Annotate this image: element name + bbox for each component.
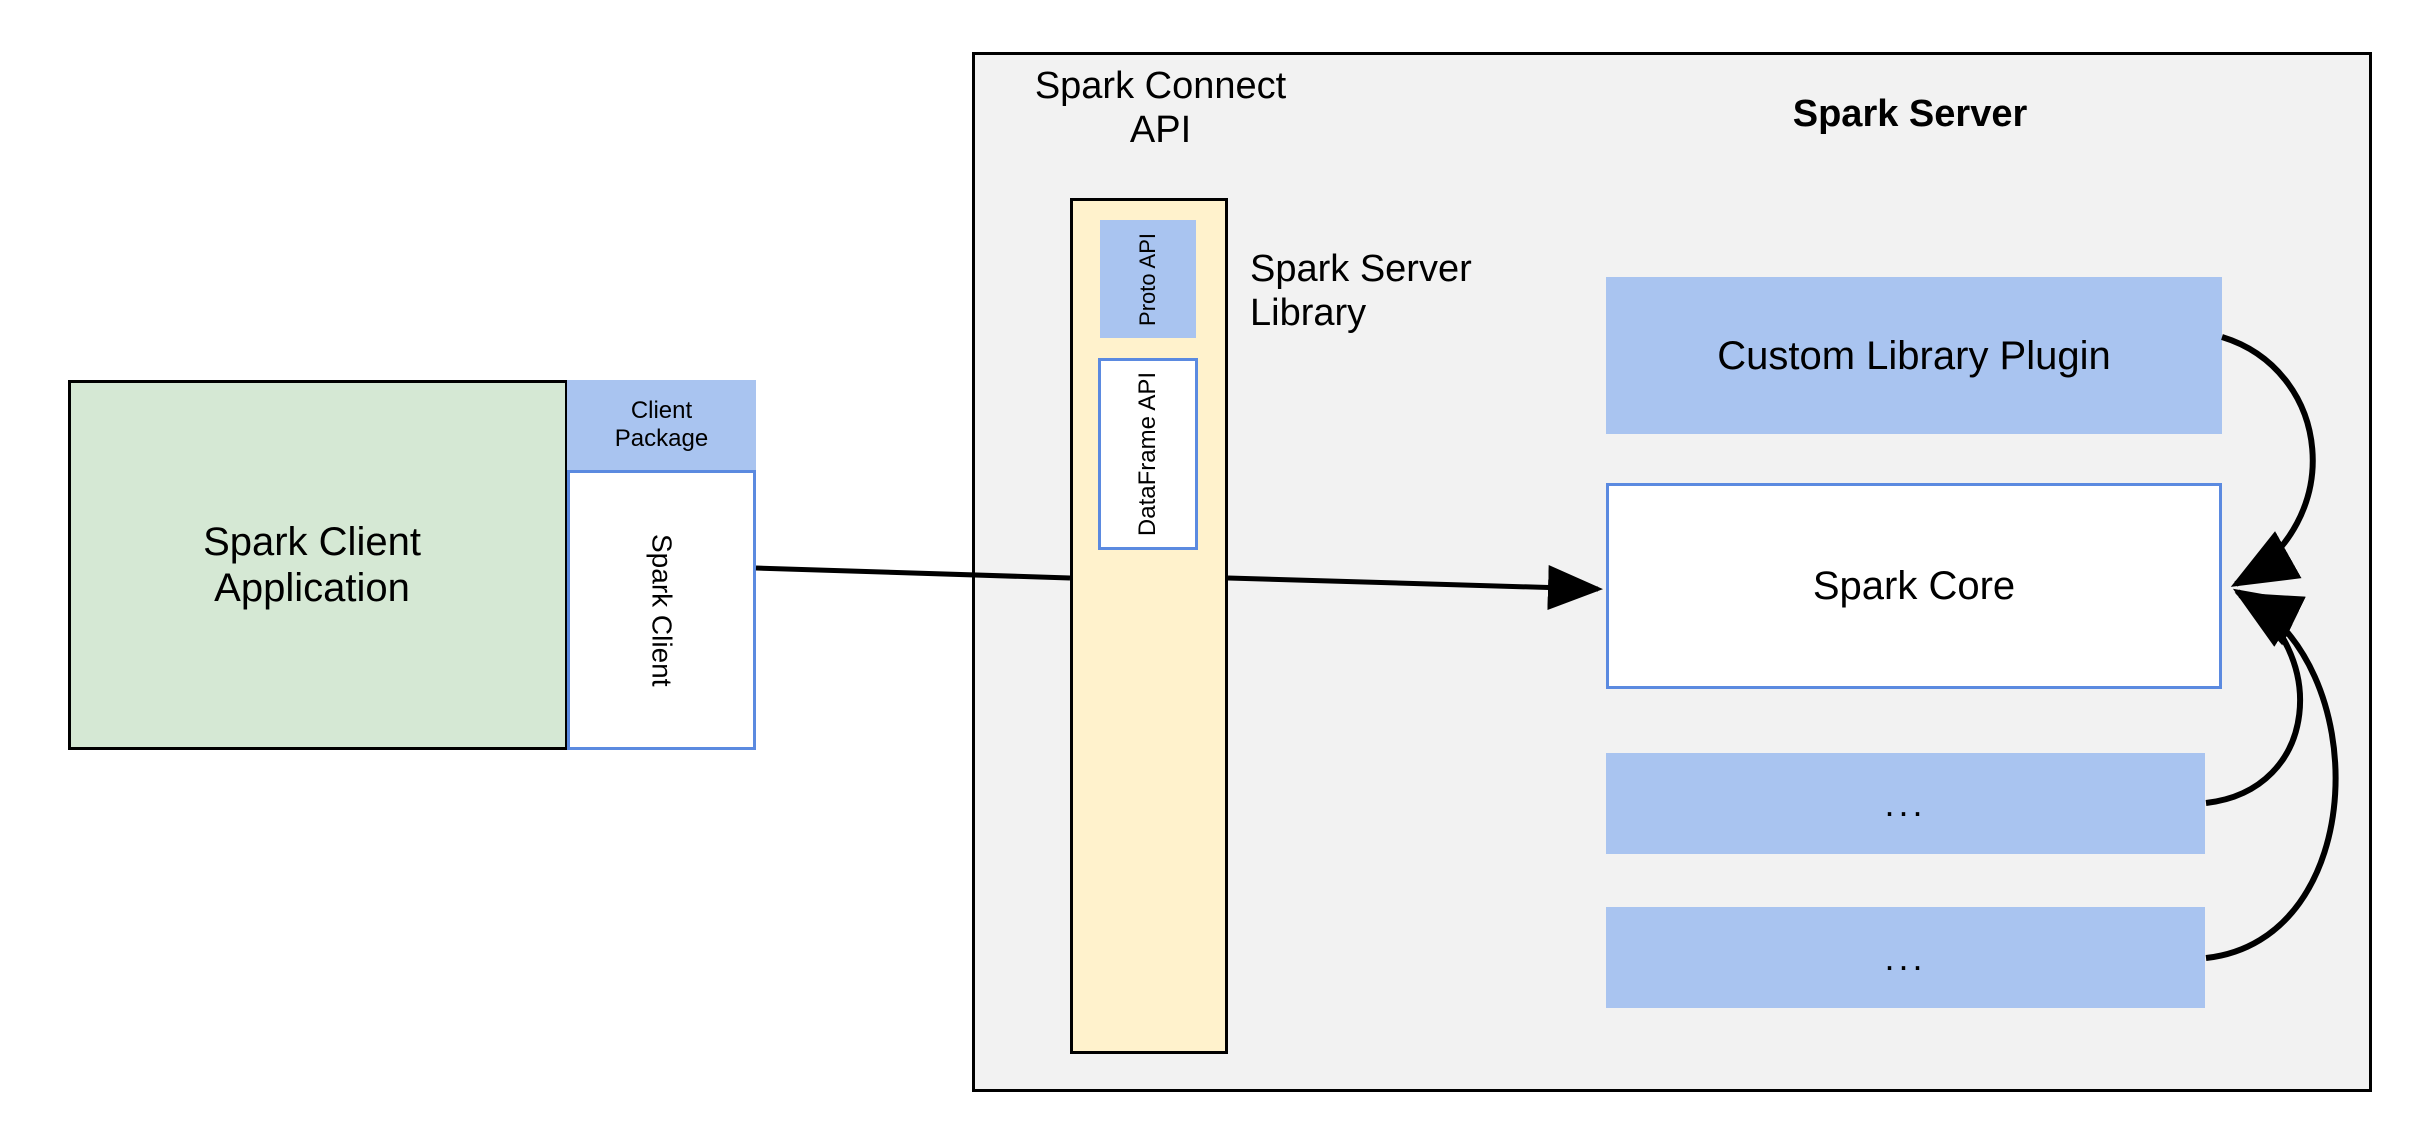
spark-connect-api-label-line1: Spark Connect: [1034, 65, 1287, 107]
ellipsis-box-1[interactable]: ...: [1606, 753, 2205, 854]
custom-library-plugin-box[interactable]: Custom Library Plugin: [1606, 277, 2222, 434]
dataframe-api-label: DataFrame API: [1134, 371, 1162, 537]
spark-connect-api-label-line2: API: [1129, 108, 1192, 151]
spark-core-box[interactable]: Spark Core: [1606, 483, 2222, 689]
ellipsis-box-2-label: ...: [1884, 936, 1927, 978]
spark-server-library-label-line1: Spark Server: [1250, 248, 1472, 290]
proto-api-box[interactable]: Proto API: [1100, 220, 1196, 338]
ellipsis-box-2[interactable]: ...: [1606, 907, 2205, 1008]
client-package-line1: Client: [630, 397, 693, 425]
client-package-line2: Package: [614, 425, 709, 452]
custom-library-plugin-label: Custom Library Plugin: [1717, 333, 2111, 378]
spark-server-library-label-line2: Library: [1250, 291, 1367, 334]
spark-connect-api-label: Spark Connect API: [1008, 65, 1313, 175]
spark-client-application-line2: Application: [214, 566, 410, 610]
spark-client-application-line1: Spark Client: [203, 520, 421, 564]
spark-server-title: Spark Server: [1792, 93, 2028, 136]
dataframe-api-box[interactable]: DataFrame API: [1098, 358, 1198, 550]
spark-server-library-label: Spark Server Library: [1250, 248, 1580, 358]
ellipsis-box-1-label: ...: [1884, 782, 1927, 824]
spark-client-box[interactable]: Spark Client: [567, 470, 756, 750]
spark-server-library-column: [1070, 198, 1228, 1054]
spark-client-label: Spark Client: [646, 533, 678, 687]
spark-core-label: Spark Core: [1812, 564, 2016, 608]
proto-api-label: Proto API: [1135, 232, 1161, 326]
